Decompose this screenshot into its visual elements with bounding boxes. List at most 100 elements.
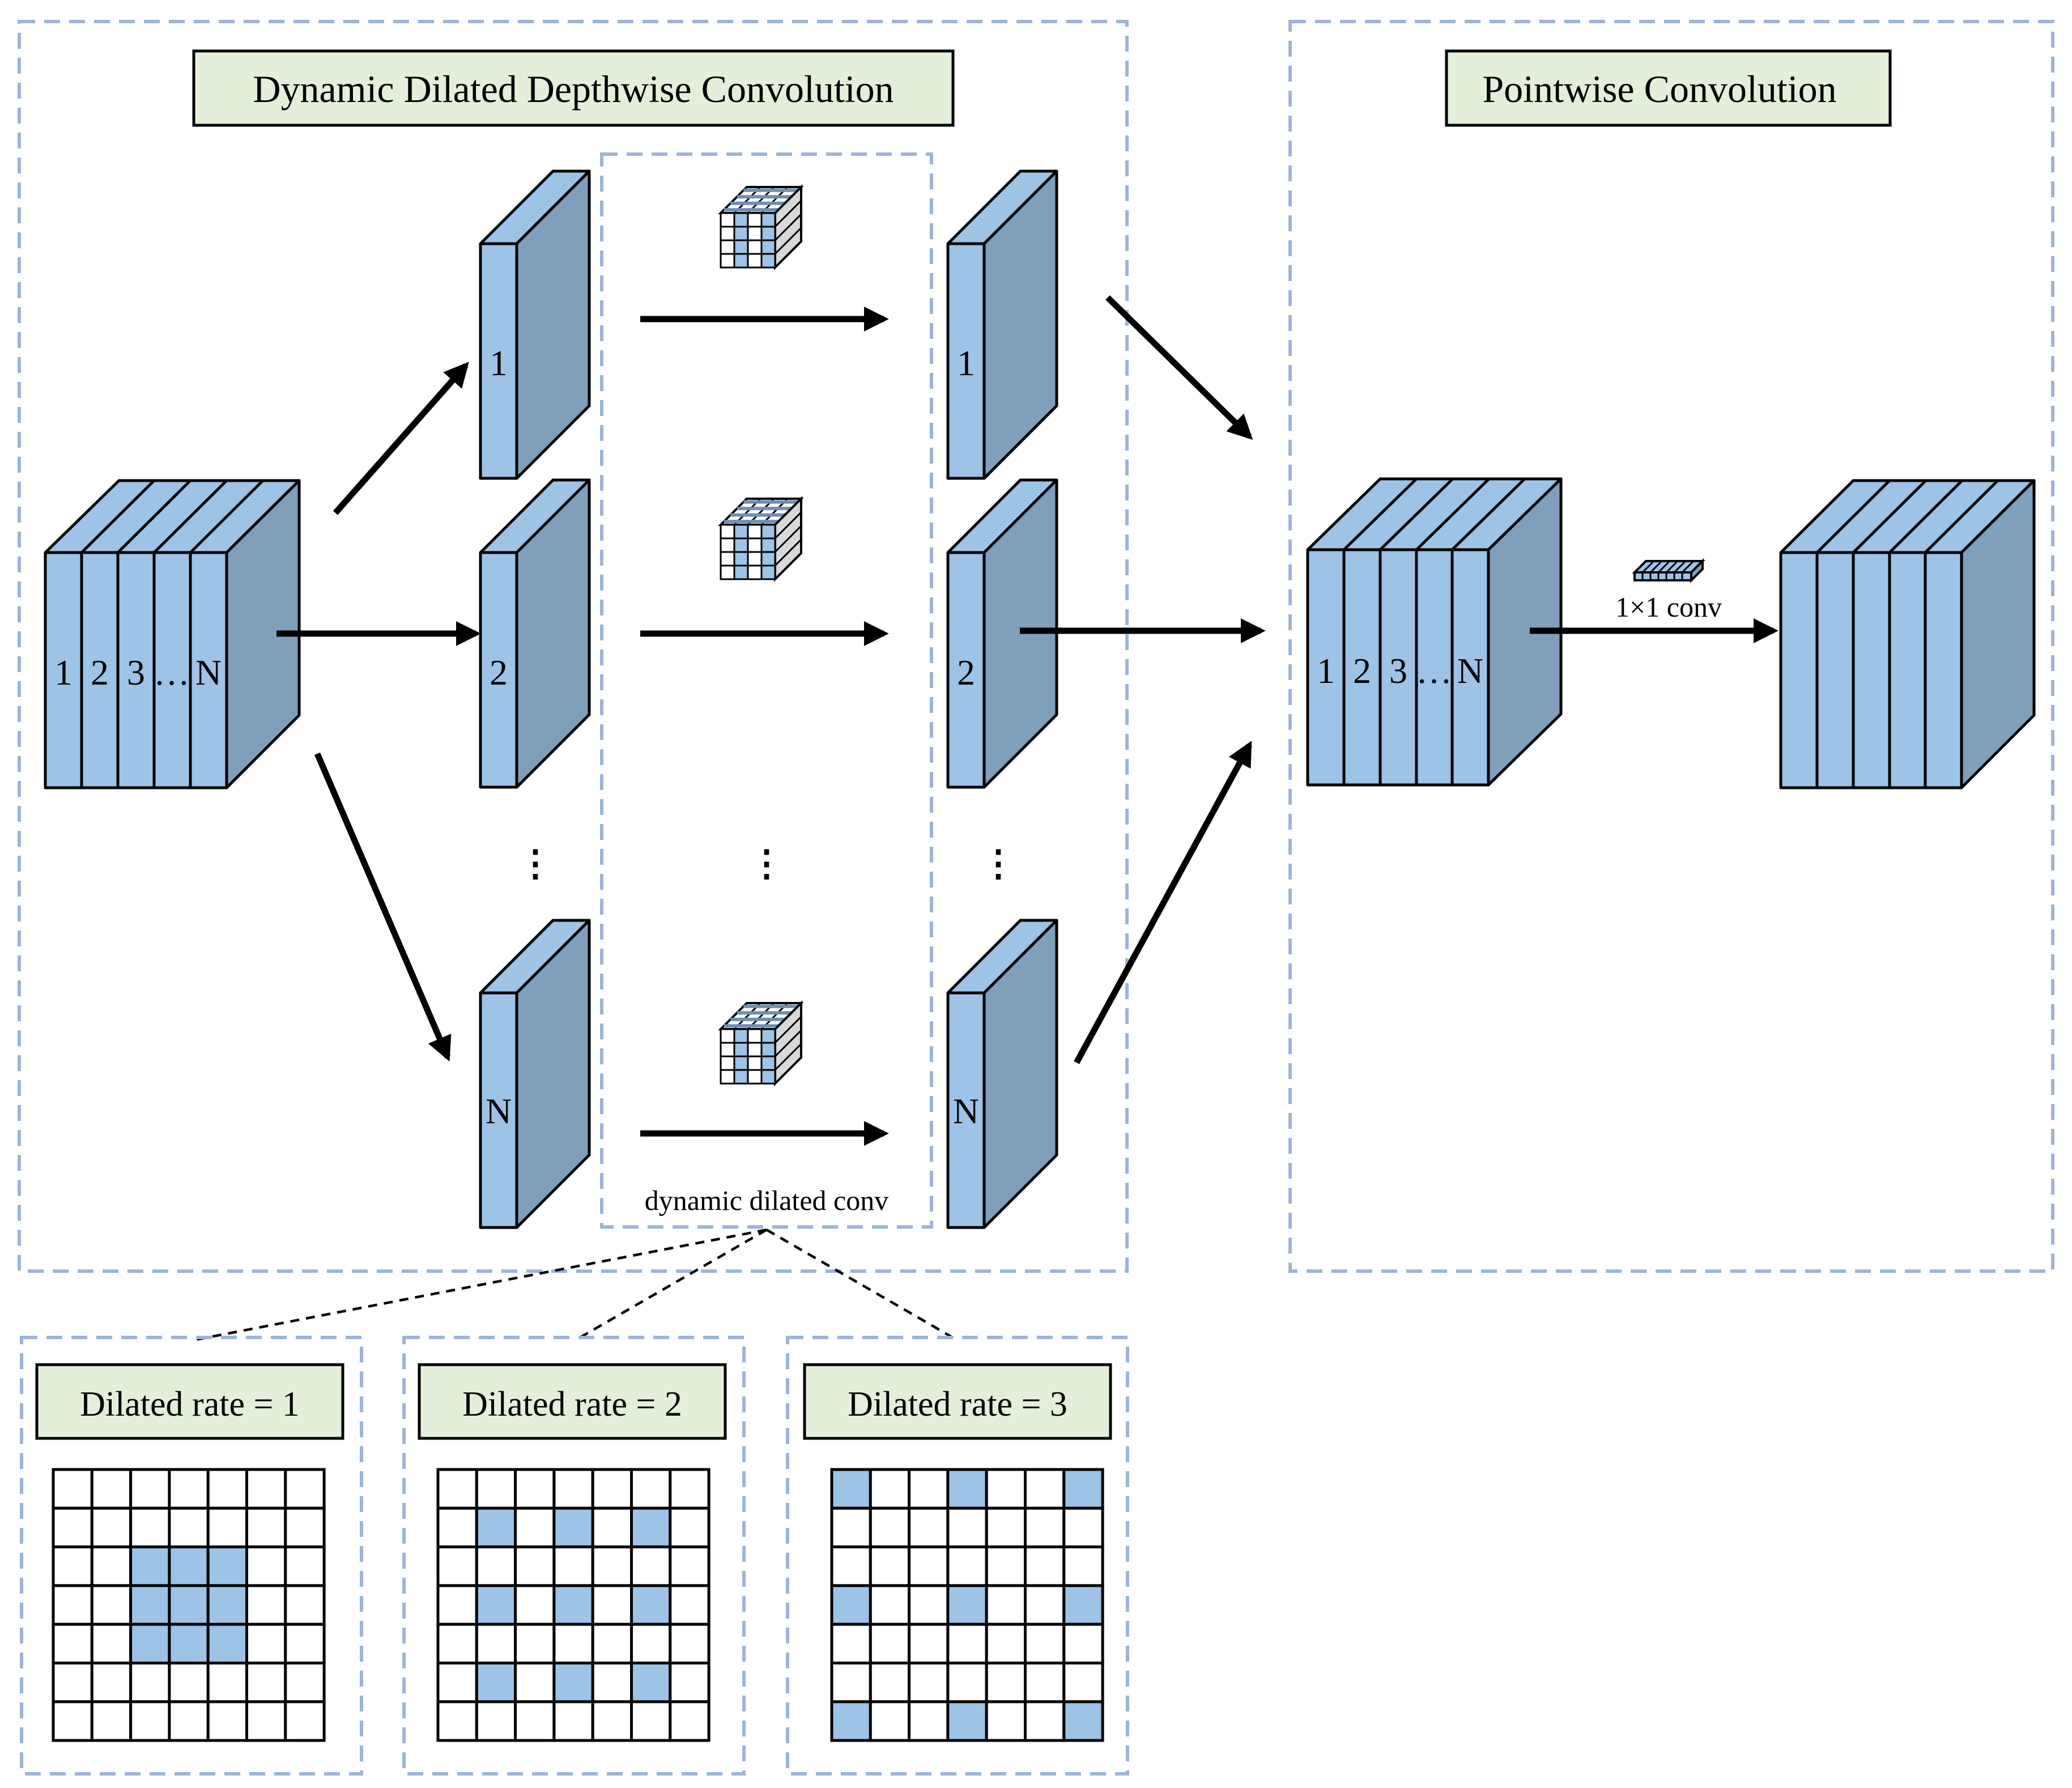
- kernel-column-caption: dynamic dilated conv: [645, 1184, 888, 1216]
- grid-cell-active: [168, 1545, 210, 1587]
- grid-cell: [830, 1545, 872, 1587]
- grid-cell: [869, 1623, 911, 1664]
- svg-text:Dynamic Dilated Depthwise Conv: Dynamic Dilated Depthwise Convolution: [253, 67, 894, 111]
- kernel-cube-icon: [718, 184, 804, 270]
- grid-cell-active: [206, 1545, 249, 1587]
- grid-cell: [1062, 1662, 1104, 1704]
- connector-rate-1: [192, 1228, 767, 1342]
- grid-cell: [129, 1468, 171, 1510]
- grid-cell: [245, 1468, 287, 1510]
- grid-cell: [1024, 1506, 1066, 1549]
- svg-text:1: 1: [957, 343, 975, 383]
- pointwise-channel-label: 1: [1317, 651, 1335, 691]
- grid-cell: [669, 1662, 710, 1704]
- pointwise-input-tensor: 1 2 3 … N: [1306, 477, 1563, 787]
- svg-text:N: N: [953, 1091, 979, 1131]
- grid-cell: [475, 1623, 517, 1664]
- grid-cell: [1024, 1662, 1066, 1704]
- split-channel-1: 1: [479, 169, 591, 480]
- grid-cell: [475, 1468, 517, 1510]
- dilation-grid-rate-3: [830, 1468, 1104, 1742]
- arrow-split-1: [333, 362, 469, 515]
- grid-cell-active: [630, 1506, 672, 1549]
- grid-cell: [90, 1584, 133, 1626]
- grid-cell-active: [630, 1662, 672, 1704]
- grid-cell: [985, 1468, 1027, 1510]
- grid-cell: [908, 1623, 950, 1664]
- grid-cell: [90, 1662, 133, 1704]
- svg-text:N: N: [486, 1091, 512, 1131]
- grid-cell: [552, 1700, 594, 1742]
- grid-cell-active: [475, 1584, 517, 1626]
- dilation-panel-rate-1: Dilated rate = 1: [20, 1336, 363, 1776]
- grid-cell: [1024, 1700, 1066, 1742]
- grid-cell-active: [830, 1700, 872, 1742]
- grid-cell: [985, 1506, 1027, 1549]
- grid-cell: [985, 1623, 1027, 1664]
- grid-cell: [284, 1584, 326, 1626]
- grid-cell: [908, 1584, 950, 1626]
- grid-cell: [129, 1506, 171, 1549]
- kernel-column-border: [600, 152, 933, 1229]
- grid-cell: [985, 1584, 1027, 1626]
- input-feature-map: 1 2 3 … N: [44, 479, 301, 789]
- grid-cell: [985, 1700, 1027, 1742]
- grid-cell: [985, 1662, 1027, 1704]
- grid-cell: [552, 1468, 594, 1510]
- grid-cell: [514, 1662, 556, 1704]
- grid-cell-active: [946, 1700, 988, 1742]
- depthwise-section-border: [18, 20, 1129, 1273]
- grid-cell: [90, 1545, 133, 1587]
- split-channel-2: 2: [479, 478, 591, 789]
- output-channel-n: N: [946, 919, 1058, 1229]
- grid-cell: [284, 1623, 326, 1664]
- output-channel-1: 1: [946, 169, 1058, 480]
- grid-cell: [591, 1545, 633, 1587]
- grid-cell-active: [206, 1584, 249, 1626]
- svg-text:Dilated rate = 1: Dilated rate = 1: [80, 1385, 300, 1424]
- grid-cell: [52, 1700, 93, 1742]
- grid-cell: [591, 1584, 633, 1626]
- arrow-merge-1: [1105, 295, 1253, 440]
- dilation-panel-rate-2: Dilated rate = 2: [402, 1336, 746, 1776]
- grid-cell-active: [475, 1662, 517, 1704]
- svg-text:Pointwise Convolution: Pointwise Convolution: [1482, 67, 1836, 111]
- grid-cell: [630, 1700, 672, 1742]
- grid-cell-active: [630, 1584, 672, 1626]
- grid-cell-active: [129, 1623, 171, 1664]
- grid-cell-active: [1062, 1700, 1104, 1742]
- grid-cell: [669, 1700, 710, 1742]
- grid-cell: [52, 1545, 93, 1587]
- grid-cell-active: [168, 1623, 210, 1664]
- grid-cell: [869, 1700, 911, 1742]
- grid-cell-active: [129, 1545, 171, 1587]
- grid-cell: [552, 1623, 594, 1664]
- split-channel-ellipsis: ⋮: [517, 843, 554, 884]
- kernel-cube-icon: [718, 1000, 804, 1086]
- svg-text:2: 2: [490, 652, 508, 693]
- grid-cell: [168, 1506, 210, 1549]
- grid-cell: [669, 1468, 710, 1510]
- pointwise-channel-label: N: [1457, 651, 1483, 691]
- grid-cell: [591, 1662, 633, 1704]
- grid-cell-active: [552, 1584, 594, 1626]
- dilation-grid-rate-1: [52, 1468, 326, 1742]
- grid-cell: [90, 1623, 133, 1664]
- grid-cell: [908, 1545, 950, 1587]
- grid-cell-active: [1062, 1584, 1104, 1626]
- grid-cell: [630, 1623, 672, 1664]
- grid-cell: [1062, 1506, 1104, 1549]
- grid-cell: [1024, 1545, 1066, 1587]
- grid-cell: [869, 1506, 911, 1549]
- grid-cell: [90, 1506, 133, 1549]
- grid-cell-active: [168, 1584, 210, 1626]
- kernel-column-ellipsis: ⋮: [748, 843, 785, 884]
- grid-cell: [475, 1700, 517, 1742]
- svg-text:Dilated rate = 3: Dilated rate = 3: [848, 1385, 1067, 1424]
- grid-cell: [1062, 1545, 1104, 1587]
- grid-cell: [869, 1584, 911, 1626]
- grid-cell: [284, 1468, 326, 1510]
- connector-rate-2: [574, 1229, 768, 1341]
- grid-cell: [869, 1545, 911, 1587]
